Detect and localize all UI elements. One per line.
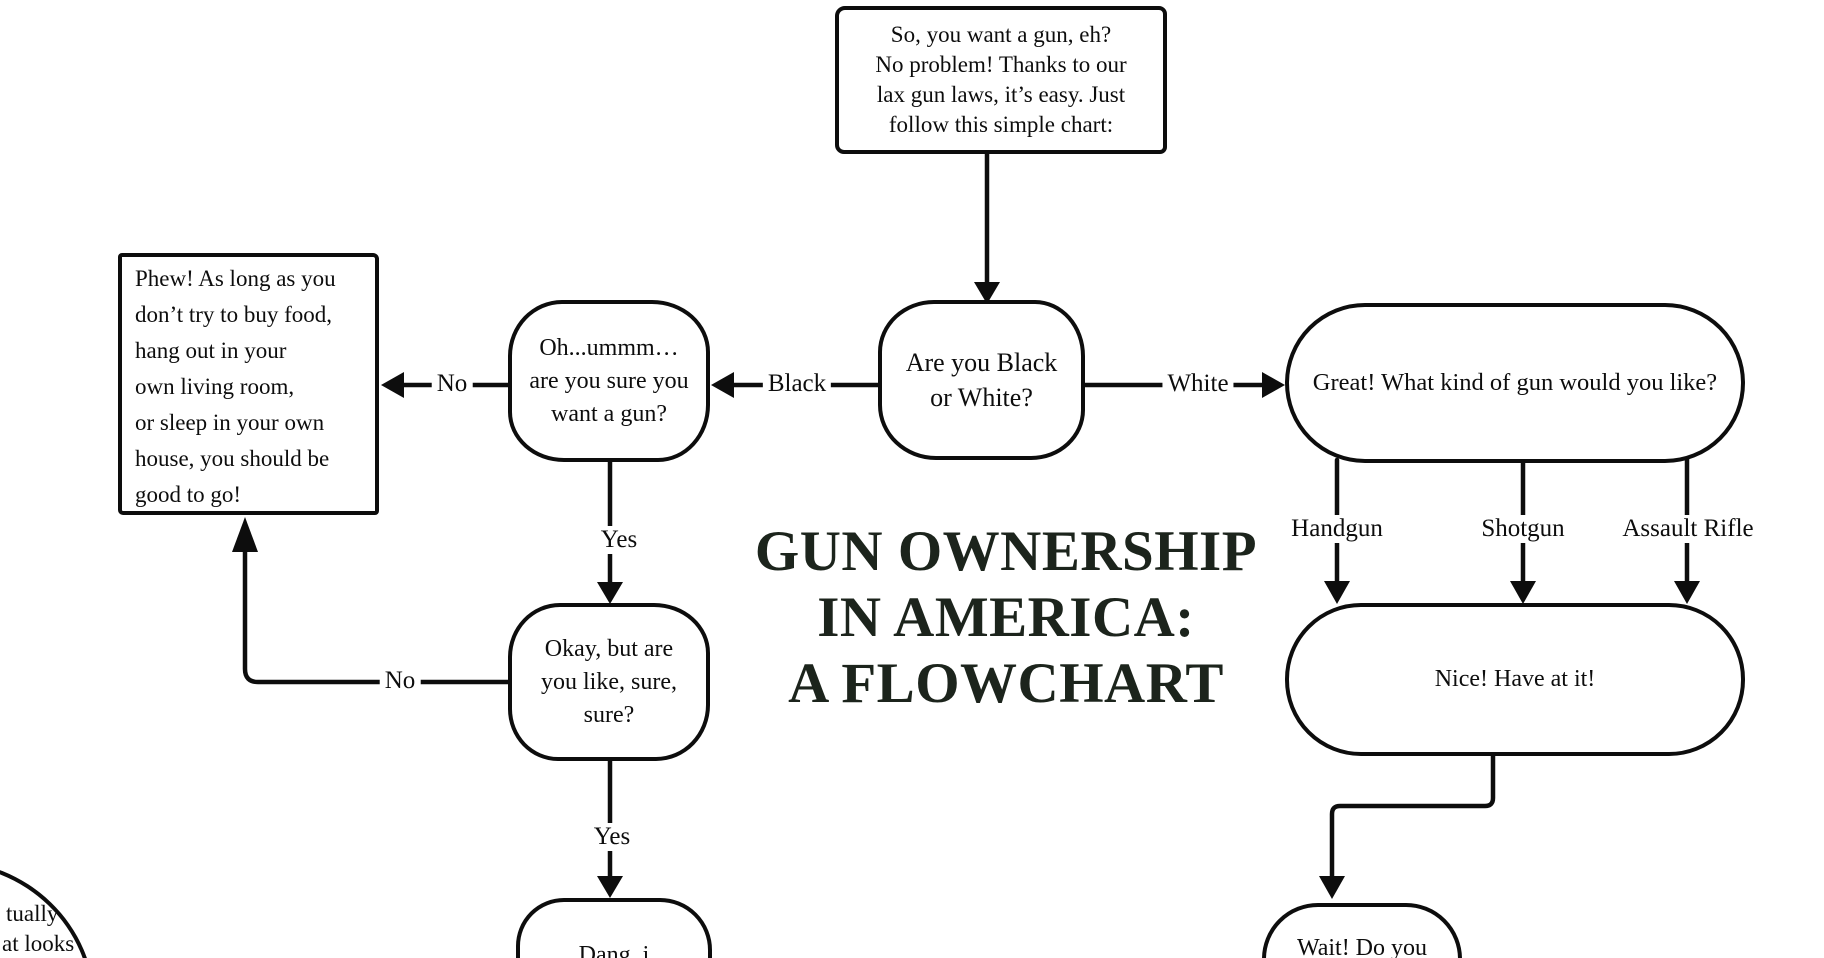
- node-phew-line: hang out in your: [135, 338, 287, 363]
- node-intro: So, you want a gun, eh? No problem! Than…: [835, 6, 1167, 154]
- node-race-line: or White?: [930, 383, 1033, 412]
- chart-title-line: A FLOWCHART: [788, 652, 1224, 715]
- arrow-okay-to-phew: [242, 549, 511, 685]
- arrowhead-race-to-great: [1262, 372, 1285, 398]
- node-phew-line: don’t try to buy food,: [135, 302, 332, 327]
- chart-title: GUN OWNERSHIP IN AMERICA: A FLOWCHART: [700, 519, 1312, 717]
- arrowhead-assault-rifle: [1674, 581, 1700, 604]
- node-wait-do-you: Wait! Do you: [1262, 903, 1462, 958]
- arrow-nice-to-wait: [1329, 751, 1496, 879]
- node-okay-line: you like, sure,: [541, 668, 677, 695]
- node-phew-line: own living room,: [135, 374, 295, 399]
- edge-label-black: Black: [762, 370, 832, 398]
- edge-label-no-1: No: [431, 370, 473, 398]
- node-phew-line: or sleep in your own: [135, 410, 325, 435]
- edge-label-yes-1: Yes: [595, 526, 643, 554]
- node-great-line: Great! What kind of gun would you like?: [1312, 369, 1718, 396]
- node-are-you-sure: Oh...ummm… are you sure you want a gun?: [508, 300, 710, 462]
- node-okay-line: Okay, but are: [544, 635, 674, 662]
- node-bottom-left-text-fragment: tually: [6, 901, 59, 926]
- node-sure-line: Oh...ummm…: [539, 334, 679, 361]
- arrowhead-shotgun: [1510, 581, 1536, 604]
- node-dang-partial: Dang, i: [516, 898, 712, 958]
- node-dang-line: Dang, i: [578, 942, 650, 958]
- node-bottom-left-text-fragment: at looks: [2, 931, 75, 956]
- node-phew-line: house, you should be: [135, 446, 330, 471]
- arrowhead-race-to-sure: [711, 372, 734, 398]
- arrowhead-sure-to-okay: [597, 582, 623, 604]
- node-intro-line: So, you want a gun, eh?: [890, 22, 1112, 47]
- edge-label-white: White: [1162, 370, 1234, 398]
- node-okay-line: sure?: [583, 701, 635, 728]
- node-phew: Phew! As long as you don’t try to buy fo…: [118, 253, 379, 515]
- node-intro-line: follow this simple chart:: [888, 112, 1114, 137]
- arrowhead-okay-to-phew: [232, 517, 258, 552]
- node-sure-line: want a gun?: [551, 400, 667, 427]
- chart-title-line: GUN OWNERSHIP: [754, 520, 1258, 583]
- chart-title-line: IN AMERICA:: [817, 586, 1195, 649]
- edge-label-no-2: No: [379, 667, 421, 695]
- arrowhead-nice-to-wait: [1319, 876, 1345, 899]
- node-gun-kind: Great! What kind of gun would you like?: [1285, 303, 1745, 463]
- node-intro-line: No problem! Thanks to our: [875, 52, 1127, 77]
- arrowhead-okay-to-dang: [597, 876, 623, 898]
- node-have-at-it: Nice! Have at it!: [1285, 603, 1745, 756]
- node-phew-line: good to go!: [135, 482, 242, 507]
- arrowhead-intro-to-race: [974, 282, 1000, 304]
- node-sure-sure: Okay, but are you like, sure, sure?: [508, 603, 710, 761]
- arrowhead-handgun: [1324, 581, 1350, 604]
- node-sure-line: are you sure you: [529, 367, 689, 394]
- node-race-question: Are you Black or White?: [878, 300, 1085, 460]
- edge-label-yes-2: Yes: [588, 823, 636, 851]
- node-nice-line: Nice! Have at it!: [1434, 666, 1596, 692]
- arrowhead-sure-to-phew: [381, 372, 404, 398]
- node-race-line: Are you Black: [905, 348, 1058, 377]
- edge-label-assault-rifle: Assault Rifle: [1617, 515, 1759, 543]
- node-phew-line: Phew! As long as you: [135, 266, 336, 291]
- edge-label-handgun: Handgun: [1286, 515, 1388, 543]
- node-wait-line: Wait! Do you: [1296, 935, 1428, 958]
- edge-label-shotgun: Shotgun: [1476, 515, 1570, 543]
- node-intro-line: lax gun laws, it’s easy. Just: [876, 82, 1126, 107]
